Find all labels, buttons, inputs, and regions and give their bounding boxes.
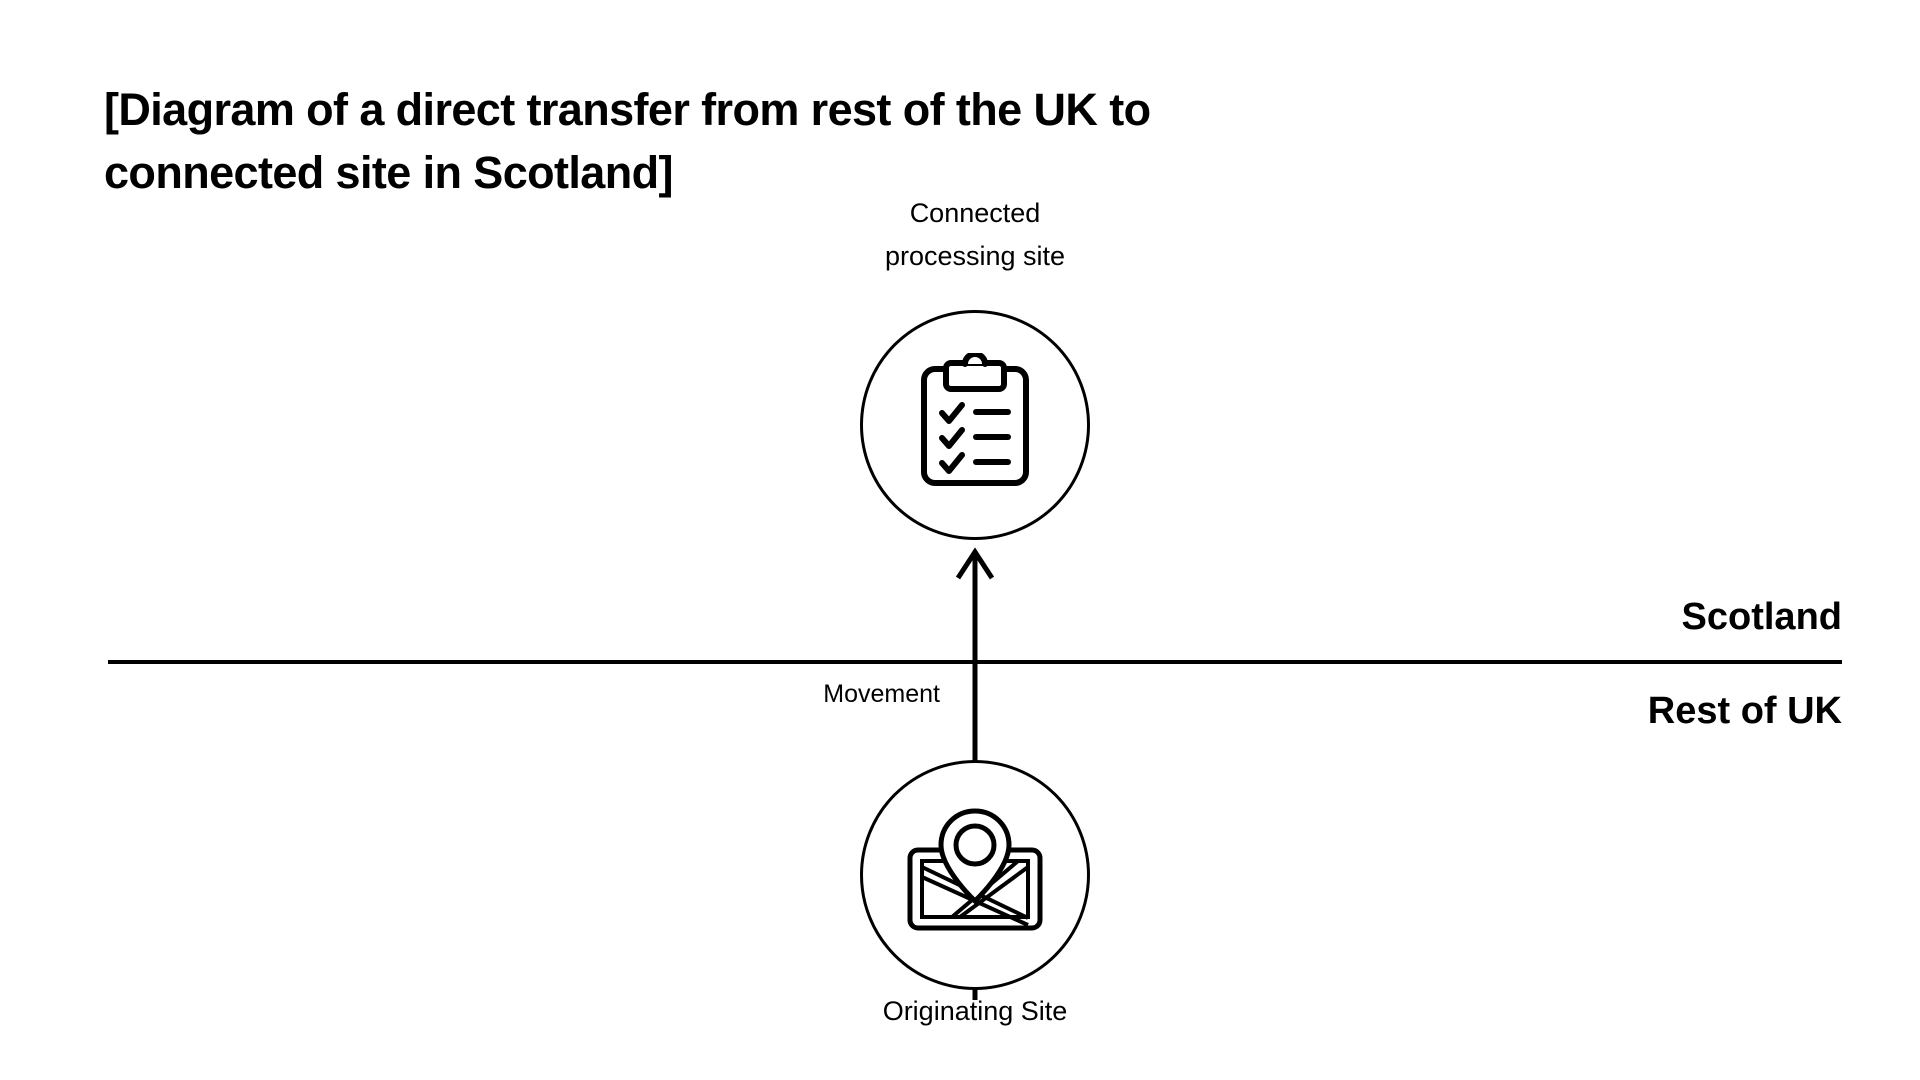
clipboard-checklist-icon <box>910 350 1040 498</box>
node-caption-connected-processing-site: Connected processing site <box>884 198 1066 271</box>
map-location-pin-icon <box>900 805 1050 945</box>
node-caption-originating-site: Originating Site <box>882 996 1068 1026</box>
node-originating-site <box>860 760 1090 990</box>
region-label-scotland: Scotland <box>1681 596 1842 638</box>
movement-label: Movement <box>823 680 940 708</box>
page-title: [Diagram of a direct transfer from rest … <box>104 84 1151 198</box>
region-label-rest-of-uk: Rest of UK <box>1647 690 1842 732</box>
node-connected-processing-site <box>860 310 1090 540</box>
